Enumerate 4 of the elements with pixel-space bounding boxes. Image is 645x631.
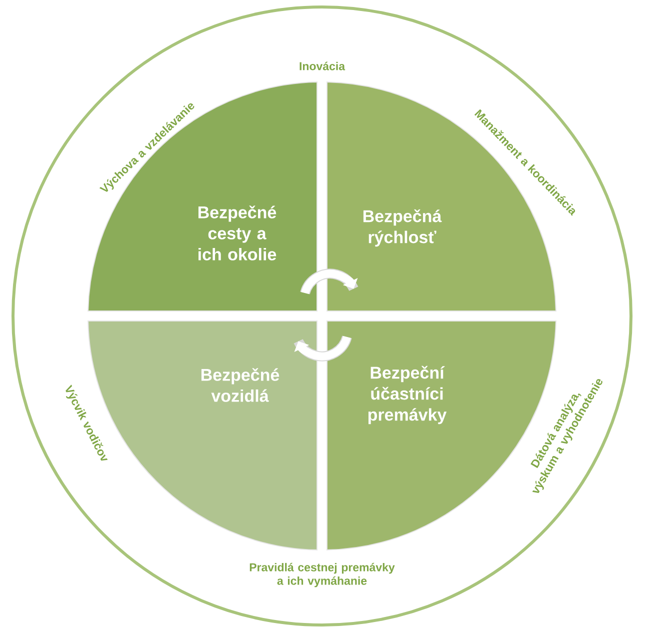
ring-label: Pravidlá cestnej premávky a ich vymáhanie xyxy=(250,562,395,588)
cycle-arrow xyxy=(300,268,358,295)
cycle-arrow xyxy=(294,335,352,362)
ring-label: Inovácia xyxy=(300,62,346,70)
